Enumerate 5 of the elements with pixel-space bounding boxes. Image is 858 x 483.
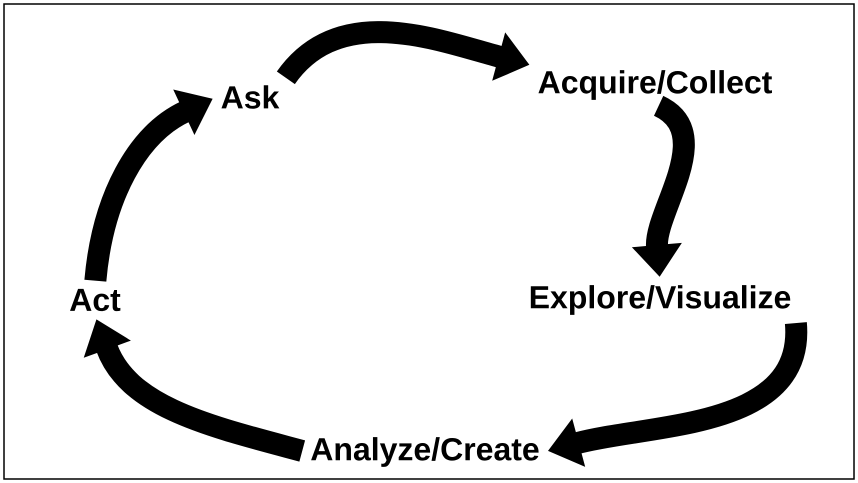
stage-label: Analyze/Create [311,437,539,467]
stage-label: Ask [221,85,280,109]
stage-label: Act [70,288,120,312]
stage-label: Explore/Visualize [530,285,790,315]
stage-label: Acquire/Collect [538,70,772,100]
